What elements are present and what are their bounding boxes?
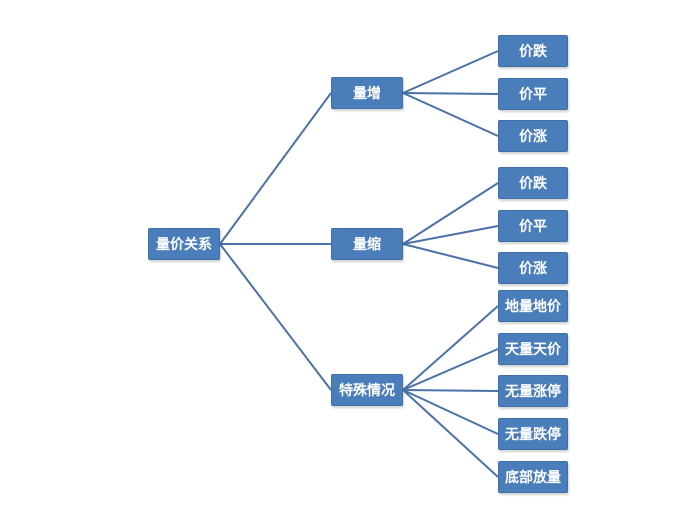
leaf-node: 价平 xyxy=(498,78,568,110)
branch-node-special-cases: 特殊情况 xyxy=(331,374,403,406)
connector-line xyxy=(402,243,499,269)
connector-line xyxy=(402,225,499,245)
leaf-node: 天量天价 xyxy=(498,333,568,365)
branch-node-volume-increase: 量增 xyxy=(331,77,403,109)
leaf-node: 无量涨停 xyxy=(498,375,568,407)
connector-line xyxy=(402,50,499,94)
leaf-node: 地量地价 xyxy=(498,290,568,322)
connector-line xyxy=(219,92,332,245)
leaf-node: 价涨 xyxy=(498,120,568,152)
connector-line xyxy=(402,348,499,391)
connector-line xyxy=(402,92,499,137)
connector-line xyxy=(402,389,499,478)
leaf-node: 价跌 xyxy=(498,35,568,67)
connector-line xyxy=(402,305,499,391)
branch-node-volume-decrease: 量缩 xyxy=(331,228,403,260)
connector-line xyxy=(402,389,499,392)
leaf-node: 价平 xyxy=(498,210,568,242)
leaf-node: 无量跌停 xyxy=(498,418,568,450)
connector-line xyxy=(402,389,499,435)
leaf-node: 价跌 xyxy=(498,167,568,199)
root-node: 量价关系 xyxy=(148,228,220,260)
leaf-node: 底部放量 xyxy=(498,461,568,493)
connector-line xyxy=(402,182,499,245)
connector-line xyxy=(219,243,332,391)
leaf-node: 价涨 xyxy=(498,252,568,284)
connector-line xyxy=(402,92,499,95)
